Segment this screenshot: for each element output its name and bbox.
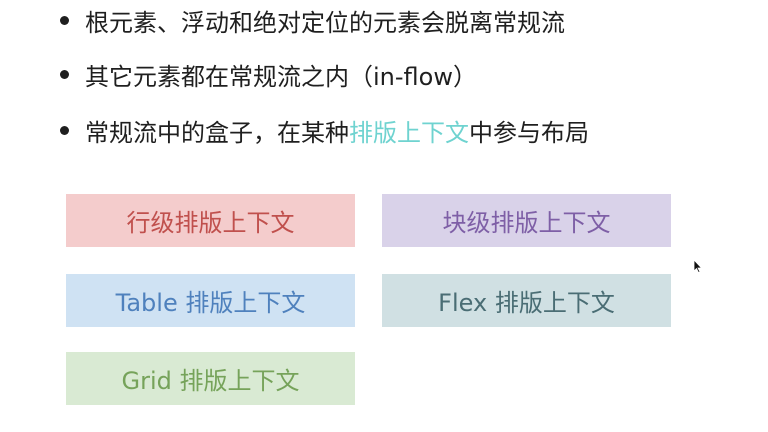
bullet-text-3-before: 常规流中的盒子，在某种 xyxy=(85,118,349,147)
bullet-text-1: 根元素、浮动和绝对定位的元素会脱离常规流 xyxy=(85,8,565,37)
bullet-text-3-after: 中参与布局 xyxy=(469,118,589,147)
bullet-dot-icon xyxy=(60,125,69,135)
block-box-label: 块级排版上下文 xyxy=(442,209,611,237)
inline-box-label: 行级排版上下文 xyxy=(126,209,295,237)
grid-formatting-context-box: Grid 排版上下文 xyxy=(66,352,355,405)
bullet-item-3: 常规流中的盒子，在某种排版上下文中参与布局 xyxy=(60,110,589,150)
grid-box-label: Grid 排版上下文 xyxy=(121,367,300,395)
bullet-text-2: 其它元素都在常规流之内（in-flow） xyxy=(85,62,477,91)
bullet-item-2: 其它元素都在常规流之内（in-flow） xyxy=(60,54,477,94)
bullet-dot-icon xyxy=(60,69,69,79)
flex-box-label: Flex 排版上下文 xyxy=(438,289,615,317)
bullet-item-1: 根元素、浮动和绝对定位的元素会脱离常规流 xyxy=(60,0,565,40)
table-box-label: Table 排版上下文 xyxy=(115,289,306,317)
table-formatting-context-box: Table 排版上下文 xyxy=(66,274,355,327)
bullet-text-3-highlight: 排版上下文 xyxy=(349,118,469,147)
mouse-cursor-icon xyxy=(693,259,703,273)
inline-formatting-context-box: 行级排版上下文 xyxy=(66,194,355,247)
bullet-dot-icon xyxy=(60,15,69,25)
flex-formatting-context-box: Flex 排版上下文 xyxy=(382,274,671,327)
block-formatting-context-box: 块级排版上下文 xyxy=(382,194,671,247)
